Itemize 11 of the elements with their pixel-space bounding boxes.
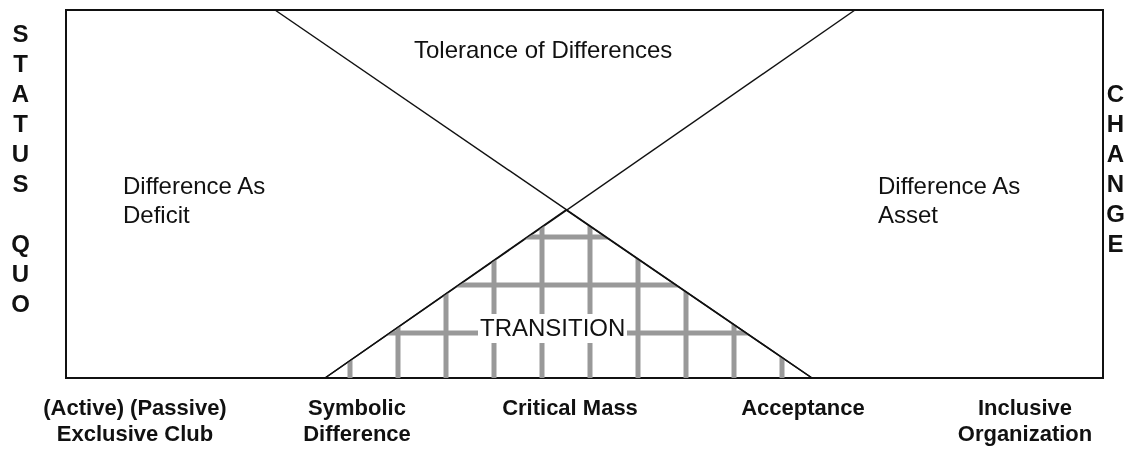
region-label: Tolerance of Differences — [414, 36, 674, 65]
scale-label: Acceptance — [740, 395, 866, 422]
region-label: TRANSITION — [478, 314, 628, 343]
scale-label: Symbolic Difference — [302, 395, 412, 448]
axis-label: CHANGE — [1103, 80, 1127, 260]
region-label: Difference As Deficit — [123, 172, 267, 230]
scale-label: Inclusive Organization — [956, 395, 1094, 448]
region-label: Difference As Asset — [878, 172, 1022, 230]
scale-label: Critical Mass — [501, 395, 639, 422]
axis-label: STATUS QUO — [8, 20, 32, 320]
scale-label: (Active) (Passive) Exclusive Club — [42, 395, 228, 448]
